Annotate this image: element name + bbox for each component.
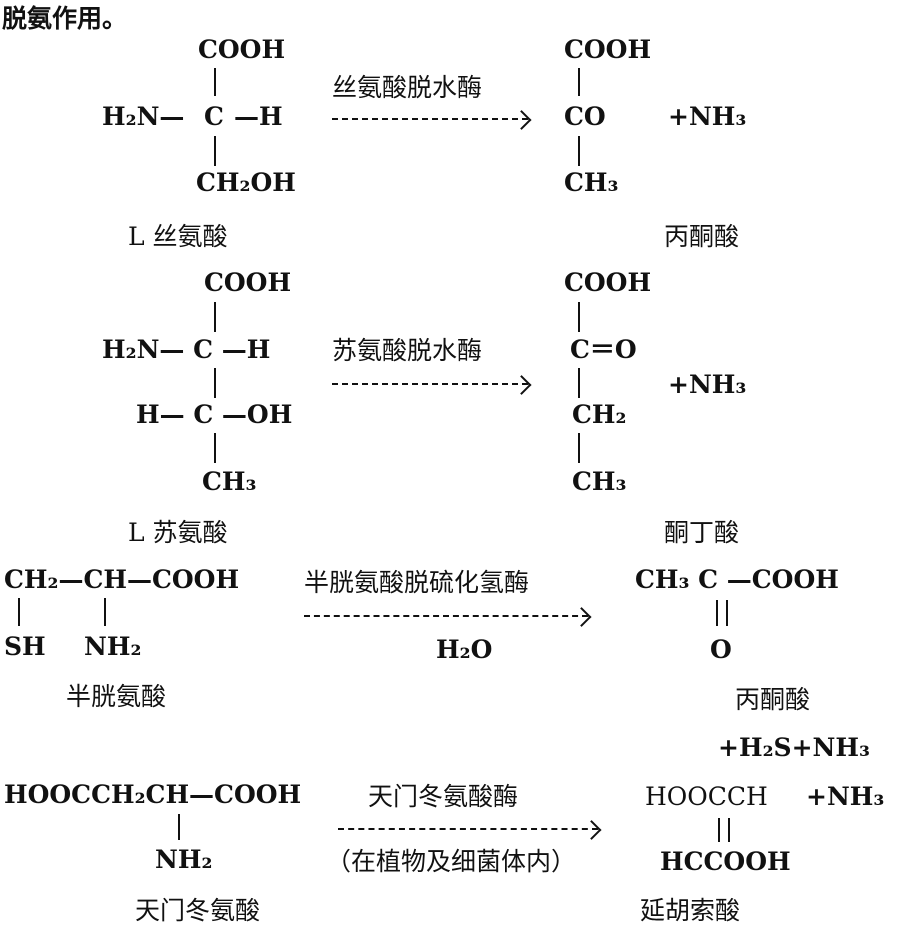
bond [104, 598, 106, 626]
product-extra: +NH₃ [668, 370, 747, 399]
bond [578, 136, 580, 166]
bond [214, 368, 216, 398]
reactant-sub2: NH₂ [84, 632, 142, 661]
product-extra: +H₂S+NH₃ [718, 733, 870, 762]
product-bottom: CH₃ [572, 467, 627, 496]
enzyme-label: 半胱氨酸脱硫化氢酶 [304, 568, 530, 597]
reactant-name: 半胱氨酸 [66, 682, 167, 711]
reactant-main: CH₂—CH—COOH [4, 565, 240, 594]
product-sub: O [710, 635, 732, 664]
product-name: 丙酮酸 [664, 222, 740, 251]
condition: （在植物及细菌体内） [326, 847, 577, 876]
reactant-top: COOH [204, 268, 292, 297]
product-bottom: HCCOOH [660, 847, 791, 876]
product-main: CH₃ C —COOH [635, 565, 839, 594]
reactant-mid-right: —H [234, 102, 283, 131]
reactant-name: L 丝氨酸 [128, 222, 228, 251]
product-bottom: CH₃ [564, 168, 619, 197]
reactant-name: L 苏氨酸 [128, 518, 228, 547]
product-name: 延胡索酸 [640, 896, 741, 925]
bond [578, 433, 580, 463]
bond [214, 302, 216, 332]
enzyme-label: 苏氨酸脱水酶 [332, 336, 483, 365]
double-bond [716, 600, 728, 626]
reactant-row2: H— C —OH [136, 400, 293, 429]
bond [214, 433, 216, 463]
reaction-arrow [332, 383, 528, 385]
product-top: COOH [564, 268, 652, 297]
bond [214, 136, 216, 166]
reaction-arrow [338, 828, 598, 830]
bond [18, 598, 20, 626]
reaction-arrow [304, 615, 588, 617]
product-name: 丙酮酸 [735, 685, 811, 714]
reactant-sub: NH₂ [155, 845, 213, 874]
product-extra: +NH₃ [668, 102, 747, 131]
reactant-bottom: CH₂OH [196, 168, 296, 197]
reactant-mid-left: H₂N— [102, 102, 185, 131]
enzyme-label: 天门冬氨酸酶 [368, 782, 519, 811]
reaction-arrow [332, 118, 528, 120]
reactant-top: COOH [198, 35, 286, 64]
enzyme-label: 丝氨酸脱水酶 [332, 73, 483, 102]
reactant-main: HOOCCH₂CH—COOH [4, 780, 302, 809]
heading: 脱氨作用。 [2, 4, 128, 33]
product-extra: +NH₃ [806, 782, 885, 811]
product-mid: CO [564, 102, 606, 131]
reactant-bottom: CH₃ [202, 467, 257, 496]
product-name: 酮丁酸 [664, 518, 740, 547]
reactant-row1: H₂N— C —H [102, 335, 271, 364]
reactant-mid-c: C [204, 102, 224, 131]
reactant-name: 天门冬氨酸 [135, 896, 261, 925]
product-row1: C＝O [570, 335, 637, 364]
condition: H₂O [436, 635, 493, 664]
product-row2: CH₂ [572, 400, 627, 429]
product-top: HOOCCH [645, 782, 768, 811]
bond [578, 368, 580, 398]
bond [578, 302, 580, 332]
reactant-sub1: SH [4, 632, 46, 661]
bond [578, 68, 580, 96]
bond [214, 68, 216, 96]
double-bond [718, 818, 730, 842]
bond [178, 814, 180, 840]
product-top: COOH [564, 35, 652, 64]
